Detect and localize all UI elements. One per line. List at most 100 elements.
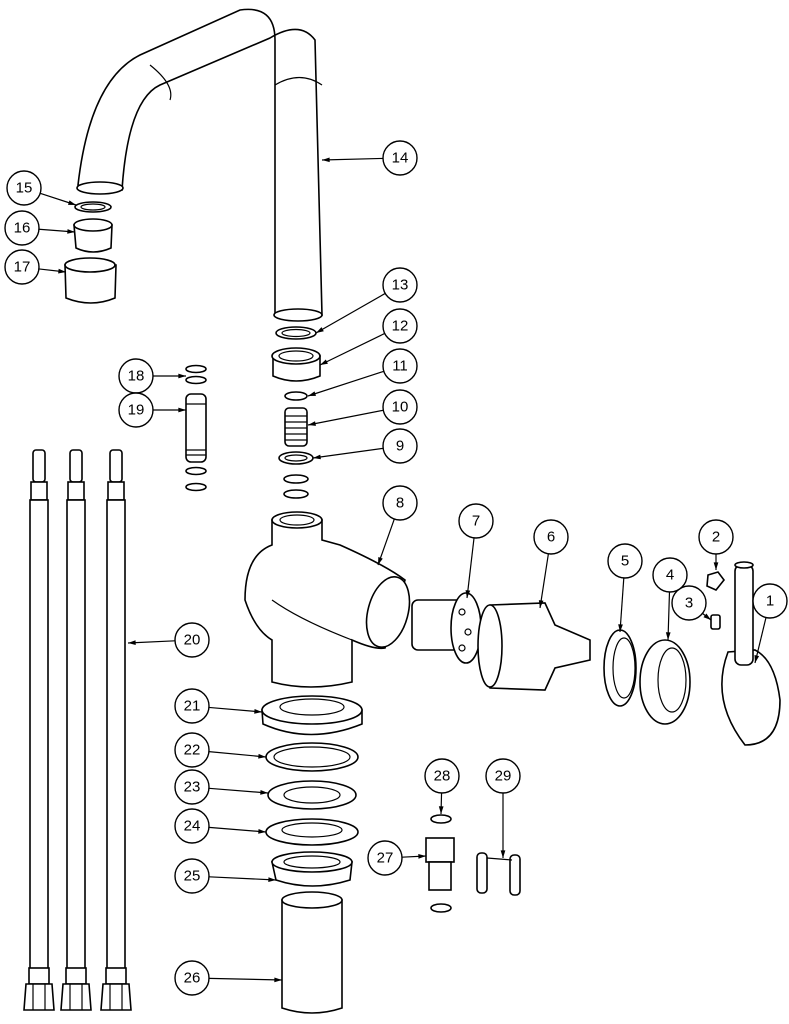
callout-circle [174, 808, 210, 844]
arrowhead [258, 753, 266, 759]
leader-line [208, 876, 277, 881]
cover-part [639, 639, 691, 725]
callout-number: 6 [547, 529, 555, 546]
callout-6: 6 [533, 519, 569, 609]
callout-circle [752, 583, 788, 619]
cartridge-part [477, 602, 591, 691]
callout-8: 8 [377, 485, 418, 566]
leader-line [319, 332, 385, 366]
callout-29: 29 [485, 758, 521, 858]
callout-circle [382, 267, 418, 303]
callout-number: 12 [392, 318, 409, 335]
callout-number: 17 [14, 259, 31, 276]
callout-number: 2 [712, 529, 720, 546]
arrowhead [500, 850, 506, 858]
callout-circle [607, 543, 643, 579]
leader-line [321, 157, 384, 161]
callout-number: 27 [377, 850, 394, 867]
callout-7: 7 [458, 503, 494, 599]
callout-circle [174, 858, 210, 894]
callout-number: 26 [184, 970, 201, 987]
callout-number: 23 [184, 779, 201, 796]
connector-parts [425, 814, 521, 913]
arrowhead [258, 829, 266, 834]
nut-part [603, 629, 637, 707]
cartridge-seat-part [411, 592, 482, 664]
arrowhead [58, 268, 66, 274]
callout-number: 21 [184, 698, 201, 715]
leader-line [208, 826, 267, 833]
leader-line [754, 617, 767, 664]
callout-12: 12 [319, 308, 418, 366]
leader-line [208, 706, 263, 713]
arrowhead [713, 562, 719, 570]
callout-number: 28 [434, 768, 451, 785]
arrowhead [316, 327, 324, 333]
callout-24: 24 [174, 808, 267, 844]
callout-circle [174, 732, 210, 768]
callout-circle [174, 622, 210, 658]
callout-27: 27 [367, 840, 427, 876]
callout-28: 28 [424, 758, 460, 815]
arrowhead [68, 200, 76, 205]
leader-line [539, 553, 549, 609]
arrowhead [618, 624, 623, 632]
callout-number: 15 [16, 180, 33, 197]
callout-number: 3 [685, 595, 693, 612]
callout-number: 5 [621, 553, 629, 570]
arrowhead [754, 655, 760, 663]
callout-23: 23 [174, 769, 269, 805]
callout-circle [533, 519, 569, 555]
callout-10: 10 [307, 389, 418, 426]
callout-circle [174, 769, 210, 805]
arrowhead [538, 600, 544, 608]
callout-number: 13 [392, 277, 409, 294]
arrowhead [260, 790, 268, 795]
callout-1: 1 [752, 583, 788, 664]
leader-line [208, 787, 269, 794]
arrowhead [67, 229, 75, 234]
callout-18: 18 [118, 358, 186, 394]
callout-number: 18 [128, 368, 145, 385]
callout-19: 19 [118, 392, 186, 428]
callout-circle [382, 389, 418, 425]
callout-17: 17 [4, 249, 67, 285]
callout-number: 25 [184, 868, 201, 885]
arrowhead [665, 632, 671, 640]
arrowhead [178, 373, 186, 379]
callout-20: 20 [127, 622, 210, 658]
callout-11: 11 [307, 348, 418, 397]
callout-14: 14 [321, 140, 418, 176]
callout-circle [4, 210, 40, 246]
hoses-part [23, 449, 132, 1011]
callout-circle [382, 140, 418, 176]
arrowhead [178, 407, 186, 413]
handle-part [706, 561, 781, 746]
callout-number: 8 [396, 495, 404, 512]
arrowhead [308, 421, 316, 426]
callout-circle [382, 428, 418, 464]
callout-number: 1 [766, 593, 774, 610]
callout-circle [382, 348, 418, 384]
callout-number: 9 [396, 438, 404, 455]
callout-3: 3 [671, 585, 712, 621]
callout-circle [382, 485, 418, 521]
arrowhead [438, 806, 444, 814]
callout-15: 15 [6, 170, 77, 206]
arrowhead [268, 877, 276, 882]
leader-line [208, 977, 283, 981]
callout-circle [485, 758, 521, 794]
callout-number: 10 [392, 399, 409, 416]
callout-circle [652, 557, 688, 593]
spout-part [76, 8, 323, 322]
arrowhead [322, 157, 330, 163]
arrowhead [313, 454, 321, 460]
arrowhead [128, 640, 136, 646]
diverter-parts [185, 364, 207, 492]
callout-number: 14 [392, 150, 409, 167]
callout-number: 7 [472, 513, 480, 530]
leader-line [307, 370, 385, 397]
callout-circle [458, 503, 494, 539]
